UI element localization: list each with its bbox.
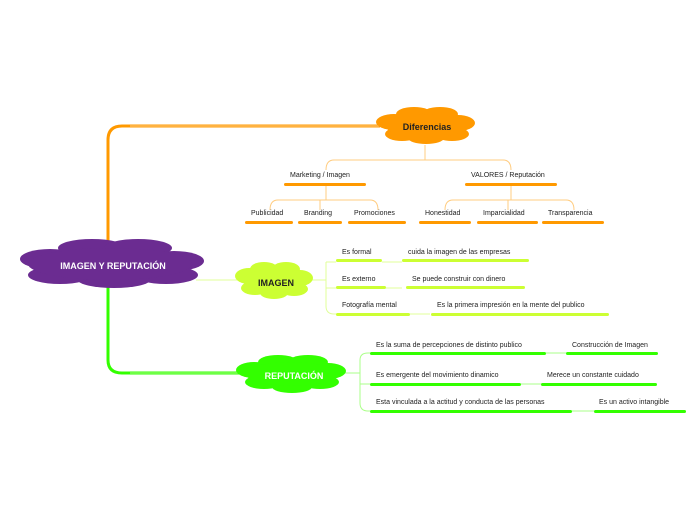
imagen-item-2-detail-underline [406, 286, 525, 289]
reputacion-item-3-detail-underline [594, 410, 686, 413]
marketing-node[interactable]: Marketing / Imagen [290, 172, 350, 179]
imagen-item-2-underline [336, 286, 386, 289]
publicidad-underline [245, 221, 293, 224]
imagen-item-1-detail-underline [402, 259, 529, 262]
imparcialidad-underline [477, 221, 538, 224]
imagen-item-1[interactable]: Es formal [342, 249, 372, 256]
branding-underline [298, 221, 342, 224]
promociones-underline [348, 221, 406, 224]
promociones-node[interactable]: Promociones [354, 210, 395, 217]
reputacion-item-3-detail[interactable]: Es un activo intangible [599, 399, 670, 406]
imagen-item-1-detail[interactable]: cuida la imagen de las empresas [408, 249, 511, 256]
imagen-label: IMAGEN [258, 278, 294, 288]
reputacion-item-2-detail-underline [541, 383, 657, 386]
honestidad-node[interactable]: Honestidad [425, 210, 461, 217]
reputacion-cloud-shape [236, 355, 346, 393]
imagen-item-1-underline [336, 259, 382, 262]
valores-node[interactable]: VALORES / Reputación [471, 172, 545, 179]
central-cloud-shape [20, 239, 204, 288]
diferencias-label: Diferencias [402, 122, 452, 132]
imagen-item-2-detail[interactable]: Se puede construir con dinero [412, 276, 506, 283]
honestidad-underline [419, 221, 471, 224]
reputacion-topic[interactable]: REPUTACIÓN [234, 354, 348, 394]
imagen-topic[interactable]: IMAGEN [234, 262, 314, 300]
reputacion-item-2-detail[interactable]: Merece un constante cuidado [547, 372, 639, 379]
imagen-item-2[interactable]: Es externo [342, 276, 376, 283]
marketing-underline [284, 183, 366, 186]
reputacion-item-1-underline [370, 352, 546, 355]
imagen-cloud-shape [235, 262, 313, 299]
imagen-item-3-detail[interactable]: Es la primera impresión en la mente del … [437, 302, 585, 309]
branding-node[interactable]: Branding [304, 210, 333, 217]
transparencia-underline [542, 221, 604, 224]
imagen-item-3[interactable]: Fotografía mental [342, 302, 397, 309]
reputacion-item-1-detail[interactable]: Construcción de Imagen [572, 342, 648, 349]
publicidad-node[interactable]: Publicidad [251, 210, 284, 217]
diferencias-topic[interactable]: Diferencias [374, 106, 476, 146]
reputacion-item-2-underline [370, 383, 521, 386]
reputacion-item-2[interactable]: Es emergente del movimiento dinamico [376, 372, 499, 379]
reputacion-item-1[interactable]: Es la suma de percepciones de distinto p… [376, 342, 522, 349]
diferencias-cloud-shape [376, 107, 475, 144]
imagen-item-3-underline [336, 313, 410, 316]
reputacion-item-1-detail-underline [566, 352, 658, 355]
transparencia-node[interactable]: Transparencia [548, 210, 593, 217]
central-label: IMAGEN Y REPUTACIÓN [60, 261, 166, 271]
imagen-item-3-detail-underline [431, 313, 609, 316]
imparcialidad-node[interactable]: Imparcialidad [483, 210, 525, 217]
central-topic[interactable]: IMAGEN Y REPUTACIÓN [10, 238, 206, 290]
reputacion-item-3-underline [370, 410, 572, 413]
reputacion-label: REPUTACIÓN [264, 371, 324, 381]
valores-underline [465, 183, 557, 186]
reputacion-item-3[interactable]: Esta vinculada a la actitud y conducta d… [376, 399, 545, 406]
